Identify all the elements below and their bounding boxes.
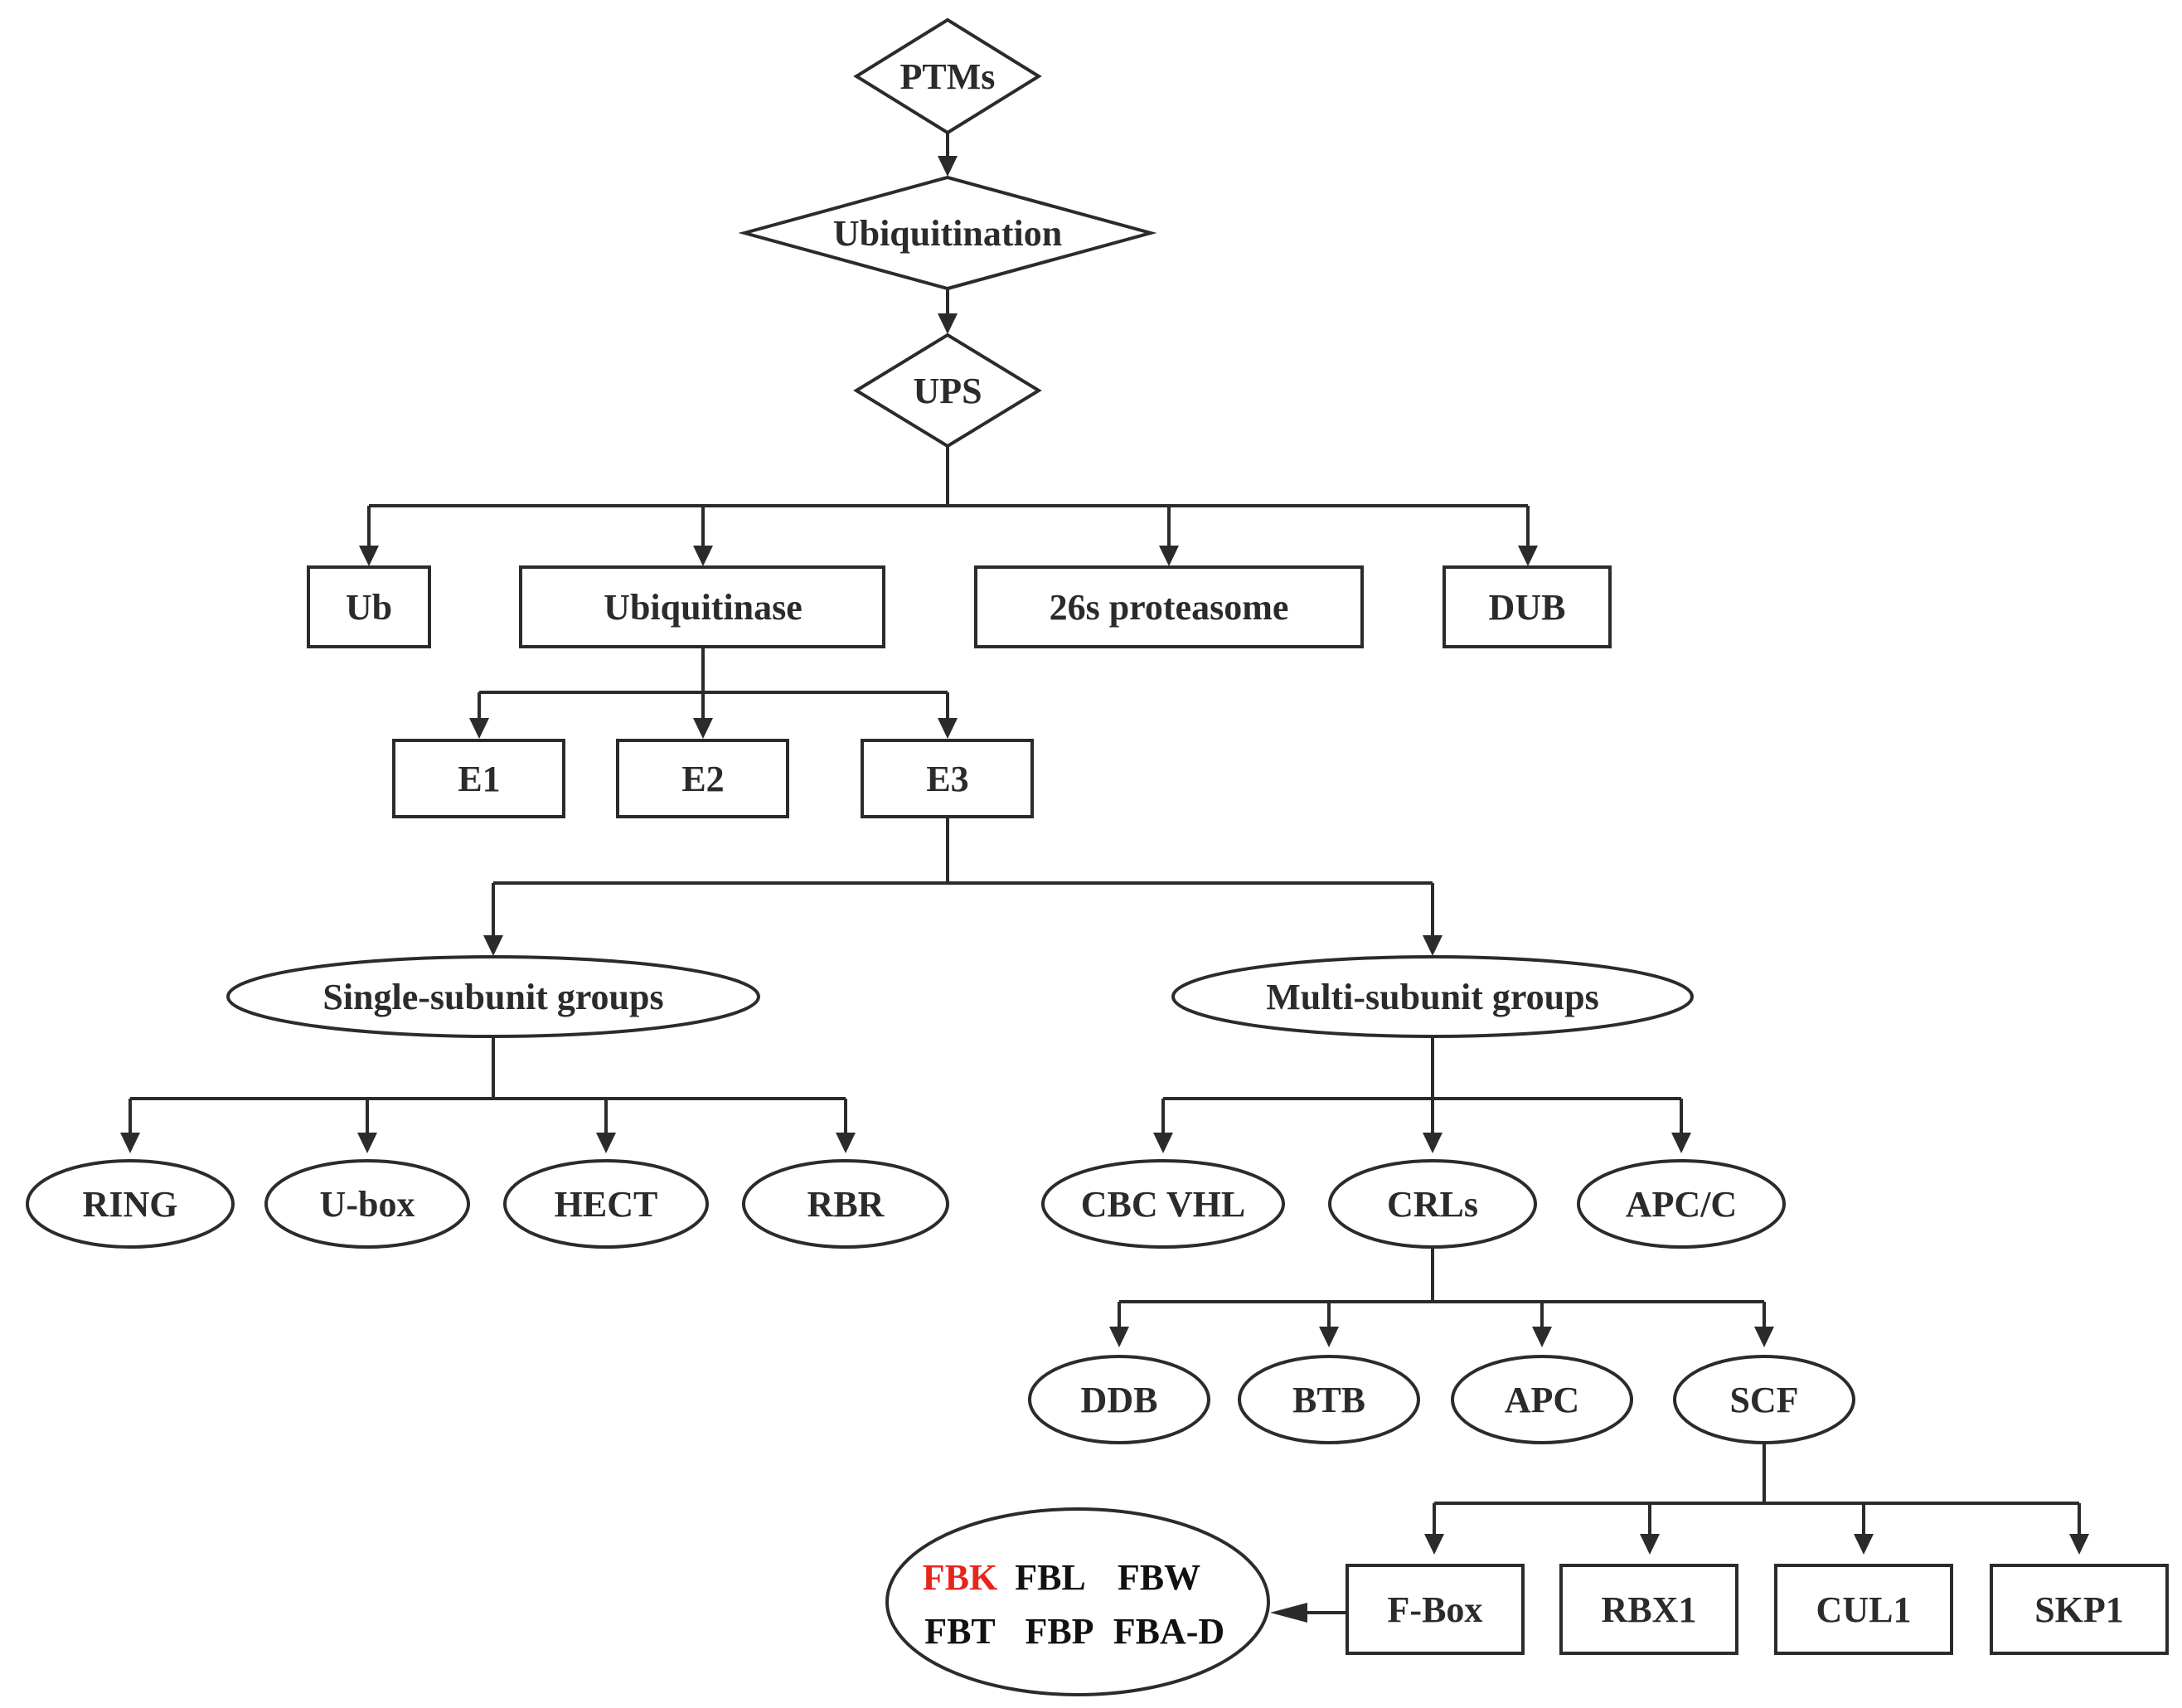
node-label: DUB (1489, 587, 1566, 628)
node-label: PTMs (900, 56, 996, 97)
arrowhead (2069, 1534, 2089, 1555)
node-ups: UPS (853, 332, 1042, 449)
fbox-family-fbl: FBL (1015, 1557, 1086, 1598)
node-label: APC/C (1626, 1184, 1737, 1225)
fbox-family-fba-d: FBA-D (1113, 1611, 1224, 1652)
node-label: BTB (1292, 1380, 1365, 1420)
node-dub: DUB (1443, 565, 1612, 648)
node-u-box: U-box (264, 1159, 470, 1249)
node-ptms: PTMs (853, 17, 1042, 135)
arrowhead (1854, 1534, 1874, 1555)
arrowhead (1270, 1603, 1307, 1623)
edge-single-children (128, 1036, 847, 1134)
arrowhead (1423, 1133, 1443, 1153)
node-ubiquitination: Ubiquitination (738, 175, 1157, 291)
node-ddb: DDB (1028, 1355, 1210, 1444)
arrowhead (938, 313, 958, 334)
node-label: E1 (458, 759, 500, 799)
arrowhead (1153, 1133, 1173, 1153)
node-label: HECT (555, 1184, 658, 1225)
node-hect: HECT (503, 1159, 709, 1249)
node-btb: BTB (1238, 1355, 1420, 1444)
node-cul1: CUL1 (1774, 1564, 1953, 1655)
arrowhead (836, 1133, 856, 1153)
node-label: Single-subunit groups (322, 977, 663, 1017)
arrowhead (1754, 1327, 1774, 1347)
node-label: RBX1 (1602, 1589, 1697, 1630)
node-e2: E2 (616, 739, 789, 818)
node-label: RBR (807, 1184, 885, 1225)
node-label: APC (1505, 1380, 1579, 1420)
node-label: UPS (913, 371, 982, 411)
arrowhead (1159, 546, 1179, 566)
node-label: E2 (681, 759, 724, 799)
arrowhead (1109, 1327, 1129, 1347)
arrowhead (359, 546, 379, 566)
node-label: DDB (1081, 1380, 1158, 1420)
arrowhead (1423, 935, 1443, 956)
arrowhead (938, 156, 958, 177)
node-label: CUL1 (1816, 1589, 1912, 1630)
arrowhead (693, 546, 713, 566)
node-label: Multi-subunit groups (1266, 977, 1598, 1017)
node-cbc-vhl: CBC VHL (1041, 1159, 1285, 1249)
node-f-box: F-Box (1346, 1564, 1525, 1655)
node-single-subunit-groups: Single-subunit groups (226, 955, 760, 1038)
arrowhead (938, 718, 958, 739)
node-ub: Ub (307, 565, 431, 648)
node-label: CBC VHL (1081, 1184, 1245, 1225)
arrowhead (1518, 546, 1538, 566)
edge-crls-children (1118, 1245, 1766, 1328)
node-label: U-box (320, 1184, 415, 1225)
arrowhead (1319, 1327, 1339, 1347)
arrowhead (693, 718, 713, 739)
edge-scf-children (1433, 1441, 2081, 1536)
node-ubiquitinase: Ubiquitinase (519, 565, 885, 648)
node-label: 26s proteasome (1050, 587, 1289, 628)
node-label: Ubiquitinase (604, 587, 802, 628)
edge-ubiquitinase-children (478, 647, 949, 720)
node-multi-subunit-groups: Multi-subunit groups (1171, 955, 1694, 1038)
arrowhead (1671, 1133, 1691, 1153)
node-skp1: SKP1 (1990, 1564, 2169, 1655)
arrowhead (1424, 1534, 1444, 1555)
arrowhead (1532, 1327, 1552, 1347)
connectors (120, 133, 2089, 1623)
edge-multi-children (1161, 1036, 1683, 1134)
fbox-family-fbk: FBK (923, 1557, 997, 1598)
arrowhead (120, 1133, 140, 1153)
node-label: CRLs (1387, 1184, 1478, 1225)
node-label: E3 (926, 759, 968, 799)
fbox-family-fbt: FBT (924, 1611, 996, 1652)
fbox-family-fbw: FBW (1118, 1557, 1200, 1598)
arrowhead (596, 1133, 616, 1153)
node-label: RING (83, 1184, 178, 1225)
node-fbox-families: FBK FBL FBW FBT FBP FBA-D (885, 1507, 1270, 1696)
node-26s-proteasome: 26s proteasome (974, 565, 1364, 648)
edge-e3-groups (492, 817, 1434, 937)
arrowhead (357, 1133, 377, 1153)
node-label: Ub (346, 587, 392, 628)
node-apc: APC (1451, 1355, 1633, 1444)
node-rbx1: RBX1 (1559, 1564, 1738, 1655)
node-apc-c: APC/C (1577, 1159, 1786, 1249)
node-rbr: RBR (742, 1159, 949, 1249)
arrowhead (1640, 1534, 1660, 1555)
node-e1: E1 (392, 739, 565, 818)
node-label: F-Box (1388, 1589, 1483, 1630)
fbox-family-fbp: FBP (1025, 1611, 1093, 1652)
node-label: Ubiquitination (833, 213, 1062, 254)
node-ring: RING (26, 1159, 235, 1249)
node-e3: E3 (861, 739, 1034, 818)
node-label: SCF (1729, 1380, 1798, 1420)
node-crls: CRLs (1328, 1159, 1537, 1249)
arrowhead (469, 718, 489, 739)
arrowhead (483, 935, 503, 956)
node-label: SKP1 (2034, 1589, 2124, 1630)
edge-ups-children (367, 446, 1530, 547)
node-scf: SCF (1673, 1355, 1855, 1444)
